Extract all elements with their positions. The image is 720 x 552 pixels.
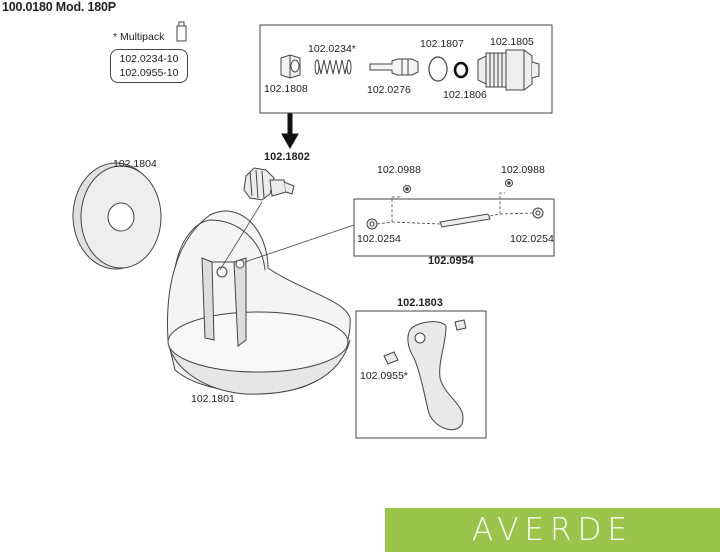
- axle-dash-lines: [376, 192, 534, 225]
- nipple-1802-part: [243, 167, 295, 201]
- ring-1806-part: [453, 61, 469, 79]
- label-102-0988-right: 102.0988: [501, 164, 545, 176]
- logo-text: AVERDE: [471, 512, 633, 548]
- label-102-1807: 102.1807: [420, 38, 464, 50]
- multipack-label: * Multipack: [113, 31, 165, 43]
- label-102-0955: 102.0955*: [360, 370, 408, 382]
- multipack-list: 102.0234-10 102.0955-10: [110, 49, 188, 83]
- pin-0276-part: [369, 58, 419, 76]
- label-102-0988-left: 102.0988: [377, 164, 421, 176]
- label-102-0954: 102.0954: [428, 255, 474, 267]
- axle-0954-part: [366, 179, 544, 230]
- label-102-1804: 102.1804: [113, 158, 157, 170]
- label-102-1803: 102.1803: [397, 297, 443, 309]
- label-102-0254-left: 102.0254: [357, 233, 401, 245]
- spring-0234-part: [314, 59, 352, 75]
- body-1805-part: [477, 49, 540, 91]
- label-102-1806: 102.1806: [443, 89, 487, 101]
- averde-logo: AVERDE: [385, 508, 720, 552]
- multipack-item: 102.0955-10: [119, 67, 179, 79]
- assembly-arrow: [281, 113, 299, 150]
- oring-1807-part: [428, 56, 448, 82]
- label-102-1801: 102.1801: [191, 393, 235, 405]
- multipack-icon: [176, 21, 187, 42]
- bowl-1801-part: [167, 210, 351, 395]
- label-102-0254-right: 102.0254: [510, 233, 554, 245]
- multipack-item: 102.0234-10: [119, 53, 179, 65]
- label-102-1805: 102.1805: [490, 36, 534, 48]
- label-102-1808: 102.1808: [264, 83, 308, 95]
- nut-1808-part: [280, 54, 301, 79]
- label-102-0234: 102.0234*: [308, 43, 356, 55]
- axle-0954-box: [353, 198, 555, 257]
- washer-1804-part: [72, 162, 162, 270]
- diagram-title: 100.0180 Mod. 180P: [2, 0, 116, 14]
- leader-lines: [219, 201, 355, 271]
- label-102-0276: 102.0276: [367, 84, 411, 96]
- label-102-1802: 102.1802: [264, 151, 310, 163]
